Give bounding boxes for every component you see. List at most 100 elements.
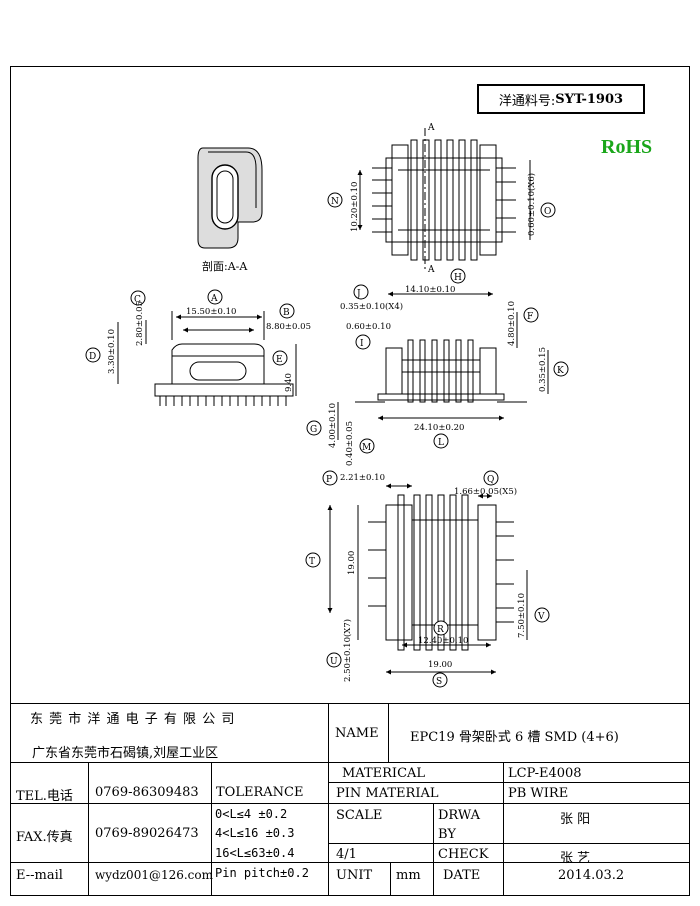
tolerance-label: TOLERANCE <box>216 785 304 800</box>
svg-text:Q: Q <box>487 475 494 485</box>
pin-material-value: PB WIRE <box>508 786 569 801</box>
tb-vline-tolerance <box>211 762 212 896</box>
svg-text:V: V <box>537 612 545 622</box>
dim-U: 2.50±0.10(X7) <box>342 619 353 682</box>
drawn-label-2: BY <box>438 827 456 842</box>
svg-text:U: U <box>330 657 338 667</box>
balloon-U: U <box>326 652 342 668</box>
company-name: 东 莞 市 洋 通 电 子 有 限 公 司 <box>30 712 236 727</box>
balloon-G: G <box>306 420 322 436</box>
dim-I: 0.60±0.10 <box>346 322 391 332</box>
check-label: CHECK <box>438 847 489 862</box>
tel-value: 0769-86309483 <box>95 785 199 800</box>
tb-line-email <box>10 862 690 863</box>
svg-text:M: M <box>362 443 371 453</box>
date-label: DATE <box>443 868 481 883</box>
balloon-E: E <box>272 350 288 366</box>
balloon-H: H <box>450 268 466 284</box>
balloon-O: O <box>540 202 556 218</box>
drawn-value: 张 阳 <box>560 812 591 827</box>
dim-K: 0.35±0.15 <box>538 347 548 392</box>
balloon-P: P <box>322 470 338 486</box>
top-view <box>357 128 531 272</box>
balloon-S: S <box>432 672 448 688</box>
tb-line-mid <box>10 762 690 763</box>
svg-text:B: B <box>283 308 290 318</box>
drawn-label-1: DRWA <box>438 808 481 823</box>
section-label: 剖面:A-A <box>202 259 248 273</box>
svg-text:F: F <box>527 312 533 322</box>
name-label: NAME <box>335 726 379 741</box>
balloon-V: V <box>534 607 550 623</box>
tb-line-material <box>328 782 690 783</box>
part-number-value: SYT-1903 <box>555 91 624 107</box>
balloon-T: T <box>305 552 321 568</box>
tb-vline-values <box>503 762 504 896</box>
side-view <box>337 291 549 440</box>
tb-vline-labels <box>88 762 89 896</box>
svg-text:K: K <box>557 366 564 376</box>
tolerance-line-3: 16<L≤63±0.4 <box>215 846 295 860</box>
tb-line-top <box>10 703 690 704</box>
check-value: 张 艺 <box>560 851 591 866</box>
dim-D: 3.30±0.10 <box>107 329 117 374</box>
balloon-F: F <box>523 307 539 323</box>
tb-vline-unit <box>390 862 391 896</box>
balloon-D: D <box>85 347 101 363</box>
dim-N: 10.20±0.10 <box>350 182 360 232</box>
date-value: 2014.03.2 <box>558 868 625 883</box>
name-value: EPC19 骨架卧式 6 槽 SMD (4+6) <box>410 730 619 745</box>
dim-V: 7.50±0.10 <box>517 593 527 638</box>
dim-B: 8.80±0.05 <box>266 322 311 332</box>
balloon-J: J <box>353 284 369 300</box>
fax-value: 0769-89026473 <box>95 826 199 841</box>
balloon-C: C <box>130 290 146 306</box>
balloon-A: A <box>207 289 223 305</box>
svg-text:O: O <box>544 207 551 217</box>
svg-text:L: L <box>438 438 444 448</box>
svg-text:I: I <box>360 339 364 349</box>
dim-H: 14.10±0.10 <box>405 285 455 295</box>
dim-F: 4.80±0.10 <box>507 301 517 346</box>
pin-material-label: PIN MATERIAL <box>336 786 439 801</box>
fax-label: FAX.传真 <box>16 830 73 845</box>
svg-text:N: N <box>331 197 339 207</box>
email-label: E--mail <box>16 868 63 883</box>
email-value: wydz001@126.com <box>95 868 214 882</box>
dim-O: 0.60±0.10(X6) <box>526 173 537 236</box>
dim-Q: 1.66±0.05(X5) <box>454 486 517 497</box>
svg-text:T: T <box>309 557 315 567</box>
svg-text:H: H <box>454 273 462 283</box>
balloon-M: M <box>359 438 375 454</box>
svg-text:A: A <box>210 294 218 304</box>
rohs-mark: RoHS <box>601 136 653 158</box>
svg-text:C: C <box>134 295 141 305</box>
svg-text:G: G <box>310 425 317 435</box>
dim-G: 4.00±0.10 <box>328 403 338 448</box>
unit-label: UNIT <box>336 868 373 883</box>
part-number-box: 洋通料号: SYT-1903 <box>477 84 645 114</box>
company-address: 广东省东莞市石碣镇,刘屋工业区 <box>32 746 219 761</box>
tolerance-line-1: 0<L≤4 ±0.2 <box>215 807 288 821</box>
balloon-B: B <box>279 303 295 319</box>
part-number-label: 洋通料号: <box>498 93 556 109</box>
balloon-K: K <box>553 361 569 377</box>
dim-M: 0.40±0.05 <box>345 421 355 466</box>
svg-text:P: P <box>326 475 332 485</box>
svg-text:E: E <box>276 355 283 365</box>
scale-value: 4/1 <box>336 847 357 862</box>
dim-E: 9.40 <box>284 373 294 392</box>
material-label: MATERICAL <box>342 766 426 781</box>
dim-L: 24.10±0.20 <box>414 423 464 433</box>
tb-vline-name <box>388 703 389 762</box>
tb-line-scale <box>328 843 690 844</box>
tb-vline-main <box>328 703 329 896</box>
balloon-N: N <box>327 192 343 208</box>
bottom-view <box>327 483 528 675</box>
dim-P: 2.21±0.10 <box>340 473 385 483</box>
tel-label: TEL.电话 <box>16 789 73 804</box>
tolerance-line-2: 4<L≤16 ±0.3 <box>215 826 295 840</box>
dim-T: 19.00 <box>347 551 357 575</box>
svg-text:J: J <box>356 289 361 299</box>
